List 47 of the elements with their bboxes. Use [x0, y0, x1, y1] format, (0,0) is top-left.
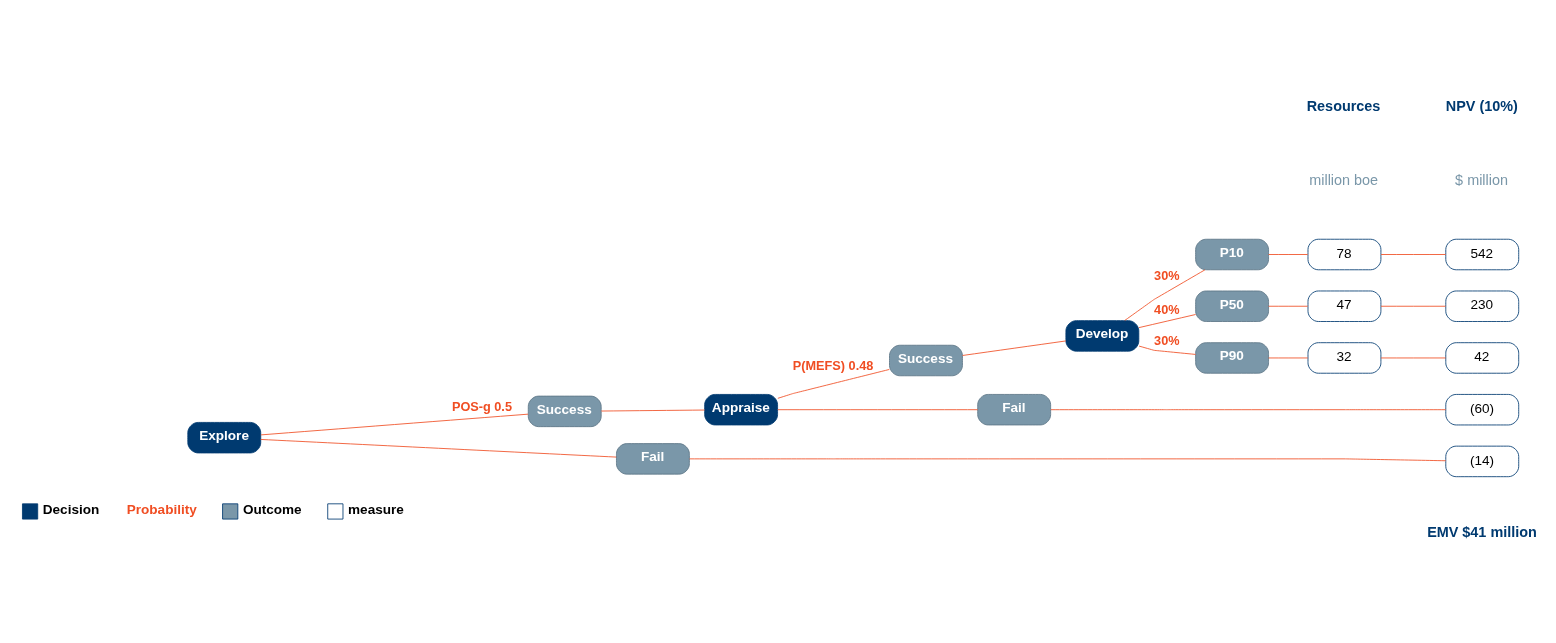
- node-box: 230: [1445, 290, 1520, 322]
- connector: [1380, 305, 1447, 307]
- node-box: P90: [1195, 342, 1269, 374]
- edge-label: P(MEFS) 0.48: [792, 357, 874, 373]
- connector: [260, 413, 529, 436]
- node-box: P10: [1195, 238, 1269, 271]
- node-box: 42: [1445, 342, 1520, 374]
- node-box: Appraise: [704, 394, 778, 426]
- edge-label: 40%: [1154, 301, 1180, 317]
- label: Resources: [1306, 98, 1381, 115]
- connector: [1124, 269, 1206, 321]
- node-box: Fail: [616, 443, 690, 475]
- label: EMV $41 million: [1427, 523, 1537, 540]
- edge-label: POS-g 0.5: [451, 399, 512, 415]
- connector: [600, 409, 705, 412]
- node-box: 32: [1307, 342, 1382, 374]
- legend-label: Decision: [42, 501, 100, 517]
- node-box: Develop: [1065, 320, 1140, 352]
- label: NPV (10%): [1445, 98, 1518, 115]
- connector: [777, 409, 979, 411]
- node-box: 542: [1445, 238, 1520, 271]
- node-box: P50: [1195, 290, 1269, 322]
- connector: [1138, 345, 1197, 355]
- edge-label: 30%: [1154, 267, 1180, 283]
- connector: [777, 369, 890, 399]
- connector: [962, 340, 1067, 356]
- edge-label: 30%: [1154, 333, 1180, 349]
- connector: [260, 439, 617, 458]
- node-box: (14): [1445, 445, 1520, 478]
- node-box: (60): [1445, 394, 1520, 426]
- node-box: Success: [889, 344, 963, 377]
- node-box: Explore: [187, 422, 262, 454]
- node-box: Fail: [977, 394, 1052, 426]
- node-box: 78: [1307, 238, 1382, 271]
- label: million boe: [1309, 172, 1379, 189]
- node-box: Success: [527, 395, 602, 428]
- connector: [689, 458, 1447, 462]
- label: $ million: [1455, 172, 1508, 189]
- node-box: 47: [1307, 290, 1382, 322]
- legend-label: measure: [348, 501, 404, 517]
- legend-label: Probability: [126, 501, 197, 517]
- connector: [1050, 409, 1447, 411]
- connector: [1380, 254, 1447, 255]
- legend-label: Outcome: [242, 501, 302, 517]
- connector: [1268, 305, 1309, 307]
- connector: [1268, 254, 1309, 255]
- connector: [1138, 314, 1196, 329]
